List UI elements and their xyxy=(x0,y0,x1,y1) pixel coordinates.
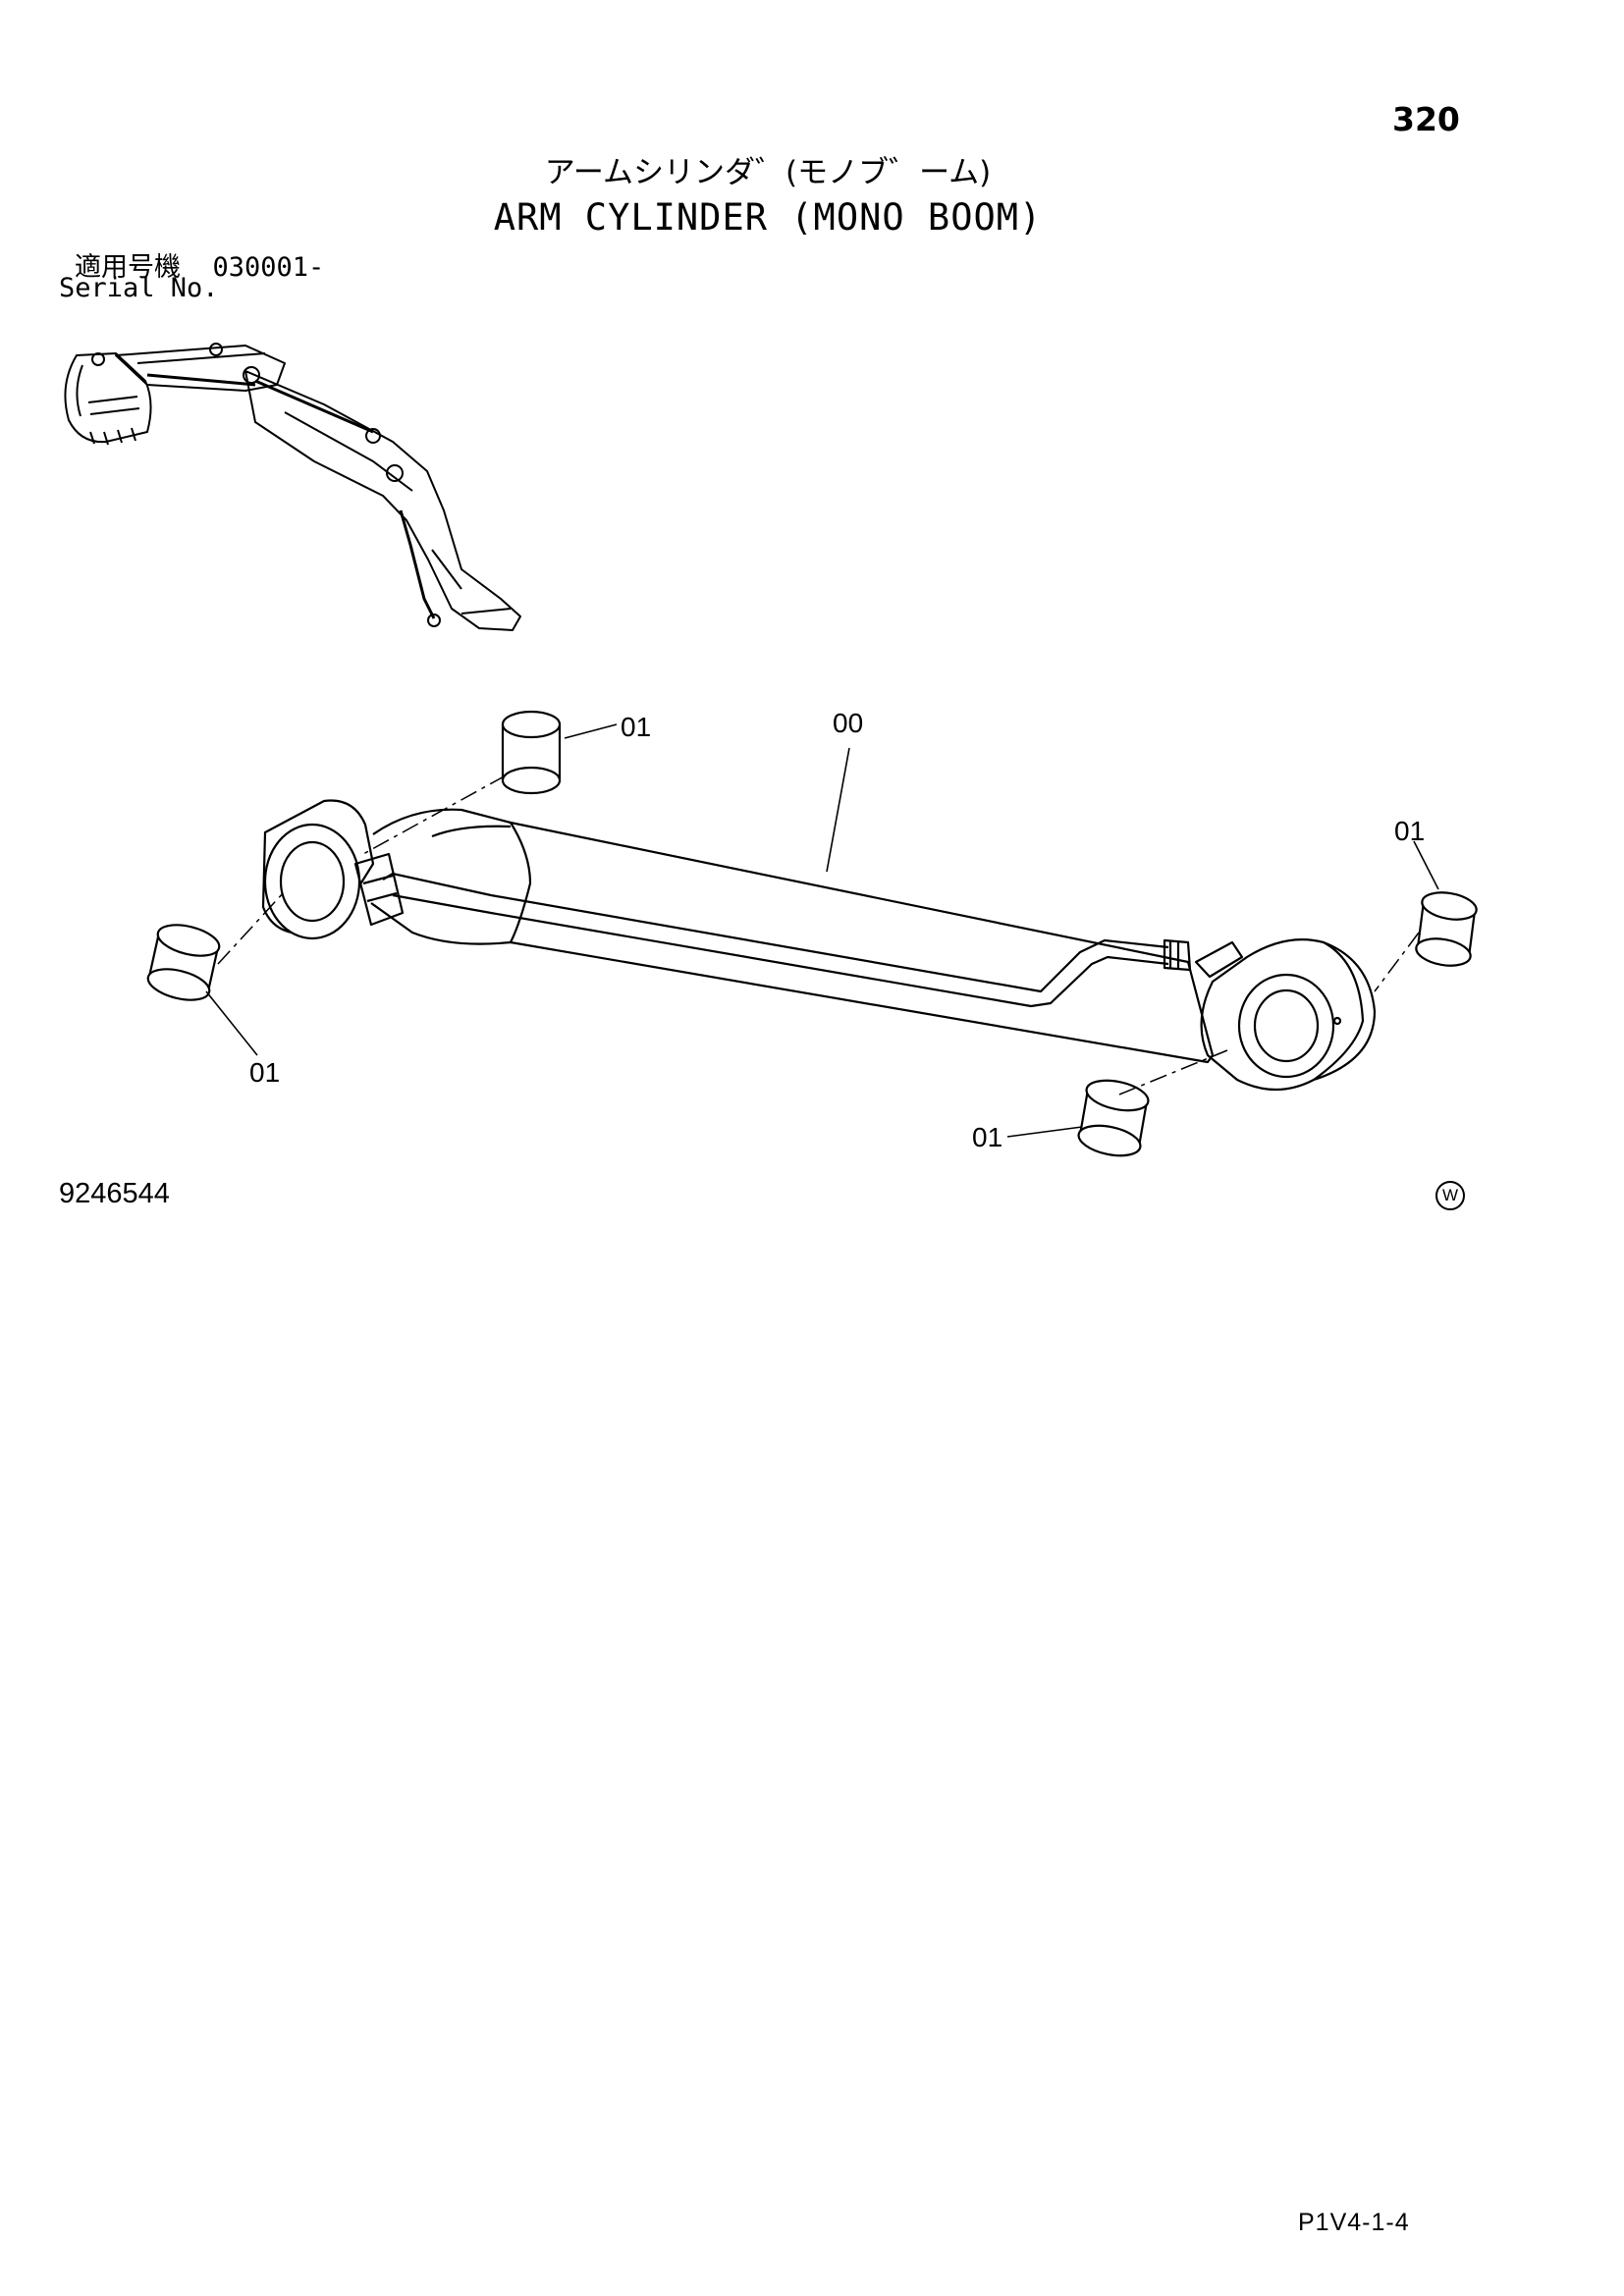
title-english: ARM CYLINDER (MONO BOOM) xyxy=(493,196,1043,239)
right-eye-bore xyxy=(1237,973,1335,1079)
callout-00: 00 xyxy=(833,708,863,738)
bushing-right xyxy=(1415,891,1478,967)
w-mark: W xyxy=(1435,1181,1465,1210)
hydraulic-pipe xyxy=(382,872,1169,993)
callout-01-left: 01 xyxy=(249,1057,280,1088)
bushing-bottom xyxy=(1077,1079,1150,1157)
center-lines xyxy=(217,774,1420,1095)
bushing-top-left xyxy=(501,710,562,795)
callout-01-right: 01 xyxy=(1394,816,1425,846)
cylinder-tube xyxy=(370,808,1215,1064)
serial-label-en: Serial No. xyxy=(59,273,219,303)
bushing-left xyxy=(146,924,221,1001)
serial-label-jp: 適用号機 xyxy=(75,252,181,283)
callout-01-top: 01 xyxy=(621,712,651,742)
page-code: P1V4-1-4 xyxy=(1298,2209,1410,2236)
page-number: 320 xyxy=(1392,100,1460,138)
pin-bushings xyxy=(146,710,1478,1157)
leader-lines xyxy=(205,723,1439,1138)
title-japanese: アームシリンダ゛(モノブ゛ーム) xyxy=(544,155,992,190)
excavator-front-thumbnail xyxy=(64,343,521,631)
callout-01-bottom: 01 xyxy=(972,1122,1002,1152)
serial-applicability: 適用号機 030001- xyxy=(75,245,324,284)
serial-from: 030001- xyxy=(212,252,325,283)
callouts: 00 01 01 01 01 xyxy=(249,708,1425,1152)
drawing-number: 9246544 xyxy=(59,1178,170,1209)
arm-cylinder-assembly xyxy=(261,799,1377,1092)
